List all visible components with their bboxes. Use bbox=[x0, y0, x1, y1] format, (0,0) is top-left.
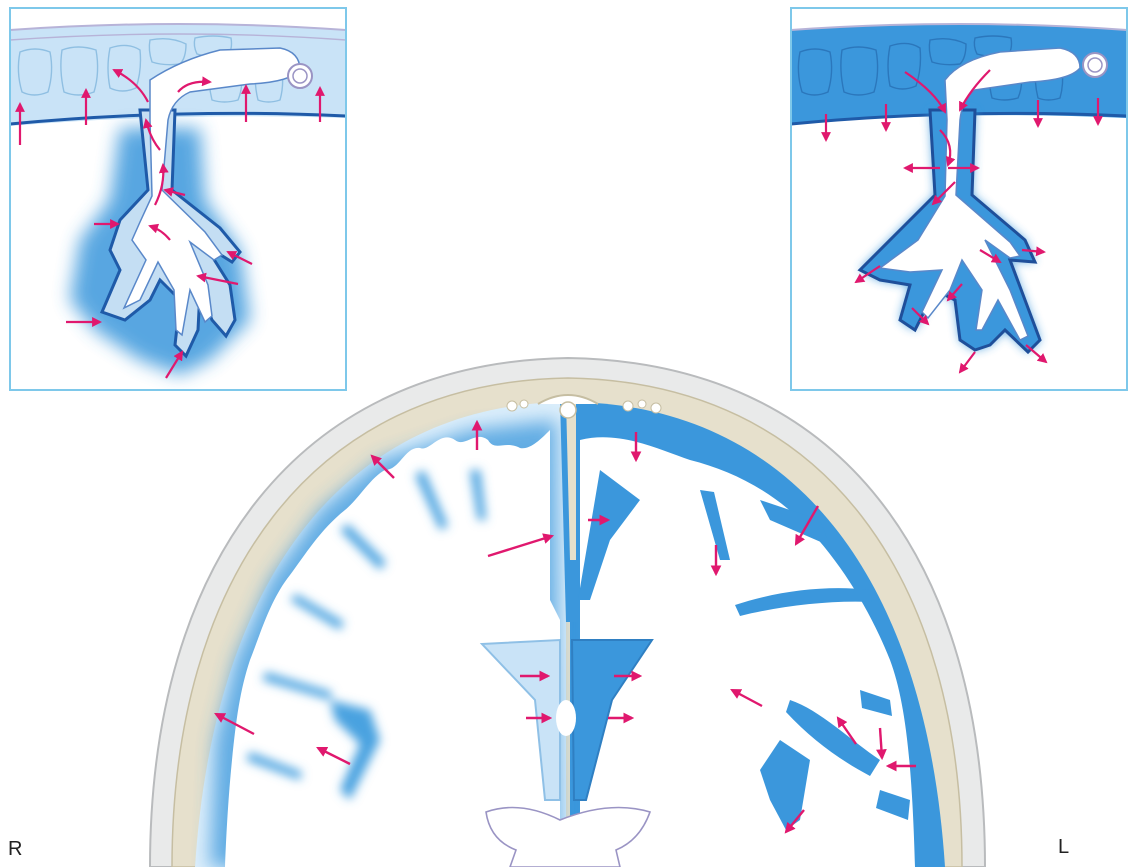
coronal-brain-section bbox=[150, 358, 985, 867]
left-side-label: L bbox=[1058, 836, 1069, 859]
right-side-label: R bbox=[8, 838, 22, 861]
right-inset-panel bbox=[791, 8, 1127, 390]
left-inset-panel bbox=[10, 8, 346, 390]
